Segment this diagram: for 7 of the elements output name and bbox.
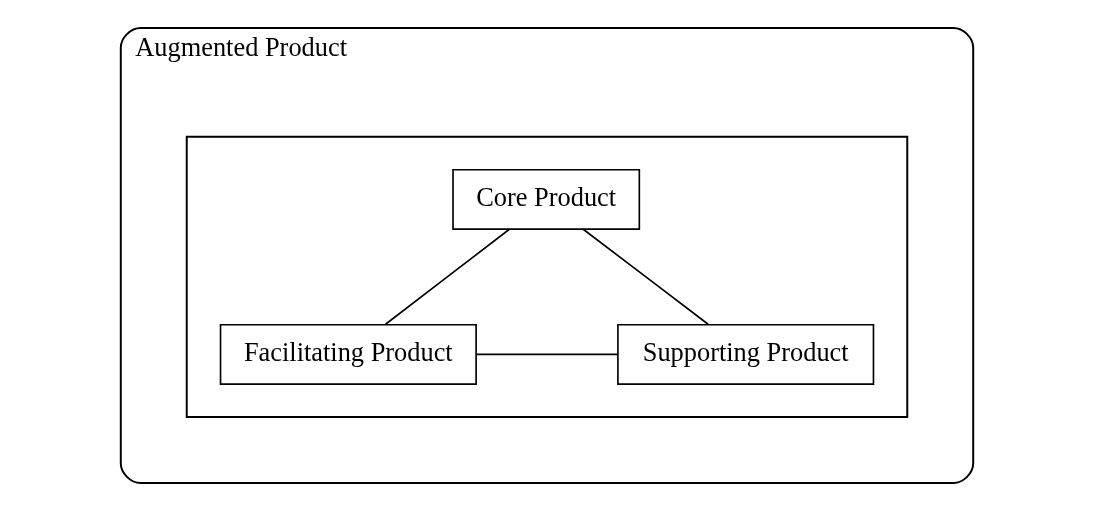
node-box: Facilitating Product [219,323,477,385]
connector [384,228,510,326]
connector [475,353,619,356]
connector [581,228,709,326]
node-box: Supporting Product [616,323,874,385]
node-box: Core Product [451,168,640,230]
cluster [185,135,908,419]
